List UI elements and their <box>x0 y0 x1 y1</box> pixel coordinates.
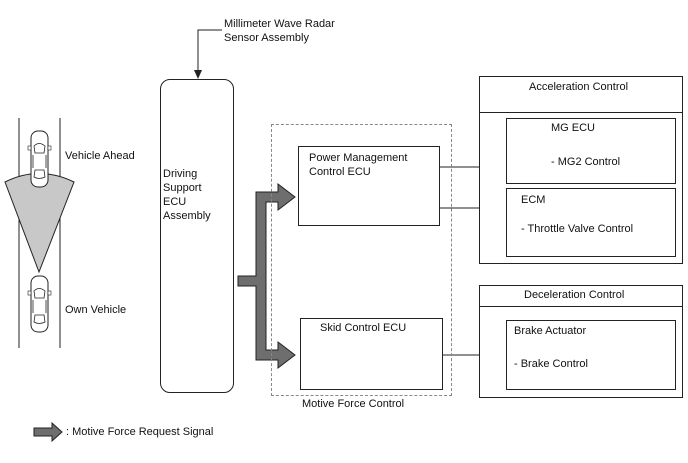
driving-support-ecu-label-2: Support <box>163 182 202 194</box>
motive-force-control-label: Motive Force Control <box>302 398 405 410</box>
vehicle-ahead-label: Vehicle Ahead <box>65 150 135 162</box>
radar-label-line2: Sensor Assembly <box>224 32 309 44</box>
ecm-box <box>506 188 676 257</box>
radar-beam <box>4 173 75 274</box>
brake-actuator-box <box>506 320 676 390</box>
radar-label-line1: Millimeter Wave Radar <box>224 18 335 30</box>
skid-control-ecu-box <box>300 318 443 390</box>
throttle-valve-control-label: - Throttle Valve Control <box>521 223 634 235</box>
ecm-label: ECM <box>521 194 546 206</box>
power-management-ecu-label-1: Power Management <box>309 152 408 164</box>
legend-arrow-icon <box>33 421 63 443</box>
power-management-ecu-box <box>298 146 440 226</box>
radar-leader-line <box>197 29 222 72</box>
deceleration-control-title: Deceleration Control <box>524 289 625 301</box>
legend-label: : Motive Force Request Signal <box>66 426 214 438</box>
driving-support-ecu-box <box>160 79 234 393</box>
mg-ecu-label: MG ECU <box>551 122 595 134</box>
driving-support-ecu-label-1: Driving <box>163 168 198 180</box>
motive-force-signal-arrow <box>237 182 296 370</box>
driving-support-ecu-label-4: Assembly <box>163 210 211 222</box>
mg-ecu-box <box>506 118 676 184</box>
deceleration-control-divider <box>480 306 682 307</box>
brake-actuator-label: Brake Actuator <box>514 325 587 337</box>
power-management-ecu-label-2: Control ECU <box>309 166 371 178</box>
skid-control-ecu-label: Skid Control ECU <box>320 322 407 334</box>
acceleration-control-title: Acceleration Control <box>529 81 629 93</box>
own-vehicle-label: Own Vehicle <box>65 304 127 316</box>
acceleration-control-divider <box>480 112 682 113</box>
own-vehicle-icon <box>27 275 52 333</box>
radar-arrow-head <box>194 70 202 79</box>
motive-force-control-region <box>271 124 452 396</box>
mg2-control-label: - MG2 Control <box>551 156 621 168</box>
vehicle-ahead-icon <box>27 130 52 188</box>
brake-control-label: - Brake Control <box>514 358 588 370</box>
driving-support-ecu-label-3: ECU <box>163 196 187 208</box>
